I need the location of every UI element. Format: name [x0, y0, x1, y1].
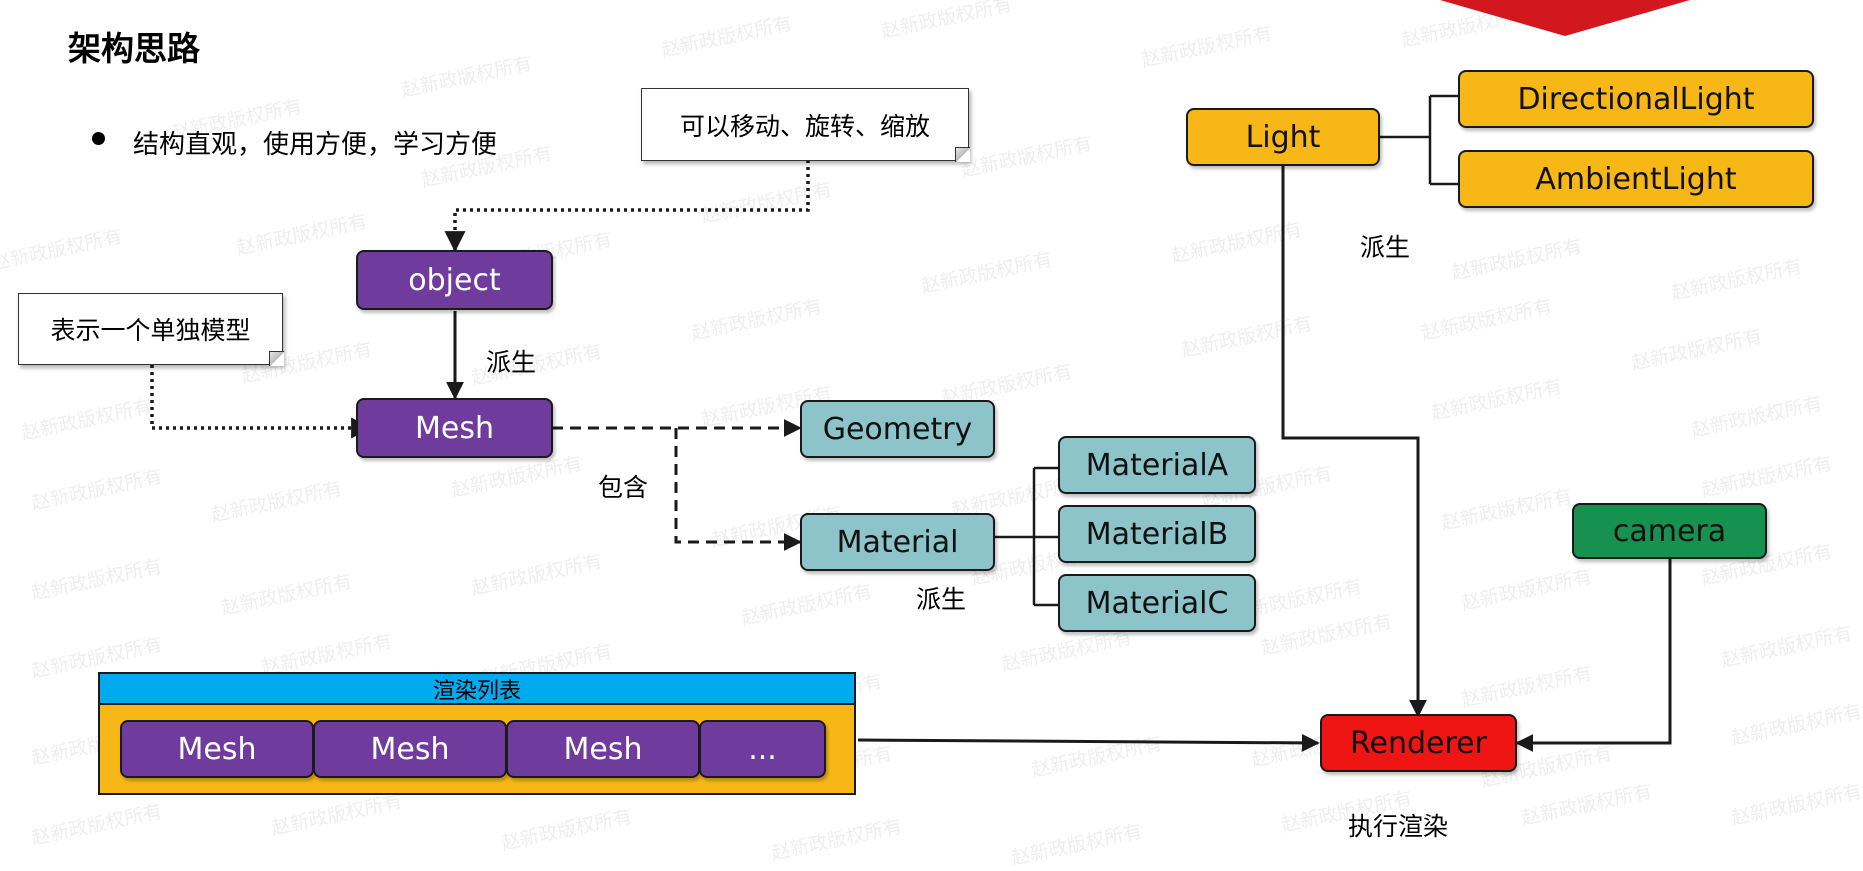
camera-node[interactable]: camera: [1572, 503, 1767, 559]
note-model-connector: [150, 365, 373, 439]
bullet-dot: [92, 132, 105, 145]
geometry-node[interactable]: Geometry: [800, 400, 995, 458]
ambient-light-node[interactable]: AmbientLight: [1458, 150, 1814, 208]
corner-decoration: [1440, 0, 1690, 36]
note-single-model-text: 表示一个单独模型: [50, 316, 251, 345]
light-bracket: [1378, 94, 1458, 186]
material-b-node[interactable]: MaterialB: [1058, 505, 1256, 563]
directional-light-node[interactable]: DirectionalLight: [1458, 70, 1814, 128]
mesh-node[interactable]: Mesh: [356, 398, 553, 458]
derive-label-material: 派生: [916, 585, 967, 614]
renderer-node[interactable]: Renderer: [1320, 714, 1517, 772]
page-title: 架构思路: [68, 29, 200, 68]
bullet-text: 结构直观，使用方便，学习方便: [133, 130, 498, 160]
light-node[interactable]: Light: [1186, 108, 1380, 166]
note-transform: 可以移动、旋转、缩放: [641, 88, 970, 162]
note-transform-connector: [444, 160, 810, 253]
contains-label: 包含: [598, 473, 649, 502]
render-list: Mesh Mesh Mesh ...: [98, 705, 856, 795]
material-node[interactable]: Material: [800, 513, 995, 571]
light-renderer-arrow: [1281, 166, 1427, 718]
note-fold: [954, 146, 970, 162]
render-list-title: 渲染列表: [98, 672, 856, 705]
render-list-item[interactable]: Mesh: [120, 720, 314, 778]
render-list-item[interactable]: ...: [699, 720, 826, 778]
renderlist-renderer-arrow: [857, 733, 1320, 752]
derive-label-mesh: 派生: [486, 348, 537, 377]
render-list-item[interactable]: Mesh: [313, 720, 507, 778]
note-transform-text: 可以移动、旋转、缩放: [679, 111, 930, 141]
camera-renderer-arrow: [1515, 559, 1672, 752]
note-fold: [268, 350, 284, 366]
execute-render-label: 执行渲染: [1348, 812, 1449, 841]
material-c-node[interactable]: MaterialC: [1058, 574, 1256, 632]
derive-label-light: 派生: [1360, 233, 1411, 262]
mesh-material-arrow: [674, 428, 802, 551]
material-bracket: [994, 466, 1058, 607]
render-list-item[interactable]: Mesh: [506, 720, 700, 778]
note-single-model: 表示一个单独模型: [18, 293, 284, 366]
object-node[interactable]: object: [356, 250, 553, 310]
material-a-node[interactable]: MaterialA: [1058, 436, 1256, 494]
